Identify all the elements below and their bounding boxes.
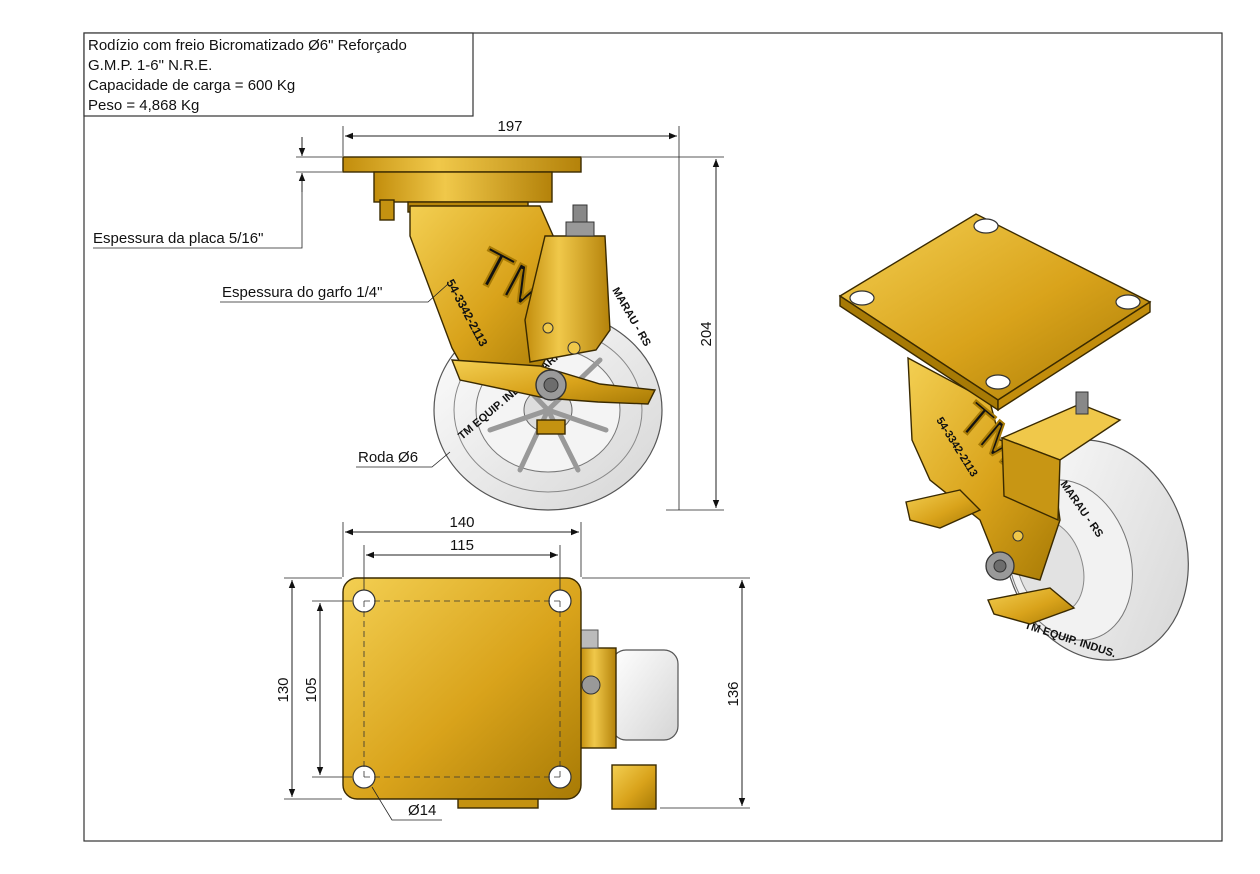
iso-brake-pedal-right bbox=[987, 587, 1076, 625]
label-wheel: Roda Ø6 bbox=[358, 449, 418, 466]
title-line-1: Rodízio com freio Bicromatizado Ø6" Refo… bbox=[88, 37, 407, 54]
label-fork-thickness: Espessura do garfo 1/4" bbox=[222, 284, 382, 301]
top-brake-stud bbox=[579, 629, 599, 649]
top-wheel bbox=[611, 649, 679, 741]
top-axle-nut bbox=[581, 675, 601, 695]
side-top-plate bbox=[342, 156, 582, 173]
title-block: Rodízio com freio Bicromatizado Ø6" Refo… bbox=[83, 32, 474, 117]
iso-view: MARAU - RS TM EQUIP. INDUS. TM 54-3342-2… bbox=[838, 213, 1189, 661]
title-line-2: G.M.P. 1-6" N.R.E. bbox=[88, 57, 212, 74]
iso-hole-1 bbox=[849, 290, 875, 306]
dim-140: 140 bbox=[449, 514, 474, 531]
side-swivel-bearing bbox=[373, 171, 553, 203]
iso-rivet bbox=[1012, 530, 1024, 542]
top-brake-pedal bbox=[611, 764, 657, 810]
title-line-4: Peso = 4,868 Kg bbox=[88, 97, 199, 114]
dim-204: 204 bbox=[698, 321, 715, 346]
dim-115: 115 bbox=[450, 537, 474, 554]
side-bottom-bracket bbox=[536, 419, 566, 435]
title-line-3: Capacidade de carga = 600 Kg bbox=[88, 77, 295, 94]
side-rivet-2 bbox=[567, 341, 581, 355]
top-fork-side bbox=[579, 647, 617, 749]
dim-136: 136 bbox=[725, 681, 742, 706]
side-rivet-1 bbox=[542, 322, 554, 334]
grease-nipple bbox=[379, 199, 395, 221]
iso-fork bbox=[907, 356, 1061, 581]
drawing-frame bbox=[83, 32, 1223, 842]
top-view: 140 115 130 105 136 Ø14 bbox=[275, 514, 750, 821]
brake-nut bbox=[565, 221, 595, 237]
top-plate bbox=[342, 577, 582, 800]
dim-105: 105 bbox=[303, 677, 320, 702]
dim-130: 130 bbox=[275, 677, 292, 702]
dim-197: 197 bbox=[497, 118, 522, 135]
iso-hole-2 bbox=[973, 218, 999, 234]
iso-brake-pedal-left bbox=[905, 489, 982, 529]
iso-hole-4 bbox=[985, 374, 1011, 390]
iso-hole-3 bbox=[1115, 294, 1141, 310]
label-plate-thickness: Espessura da placa 5/16" bbox=[93, 230, 263, 247]
iso-brake-stud bbox=[1075, 391, 1089, 415]
dim-hole: Ø14 bbox=[408, 802, 436, 819]
iso-top-plate bbox=[838, 213, 1152, 401]
side-view: MARAU - RS TM EQUIP. INDUS. MARAU - RS T… bbox=[93, 118, 724, 511]
